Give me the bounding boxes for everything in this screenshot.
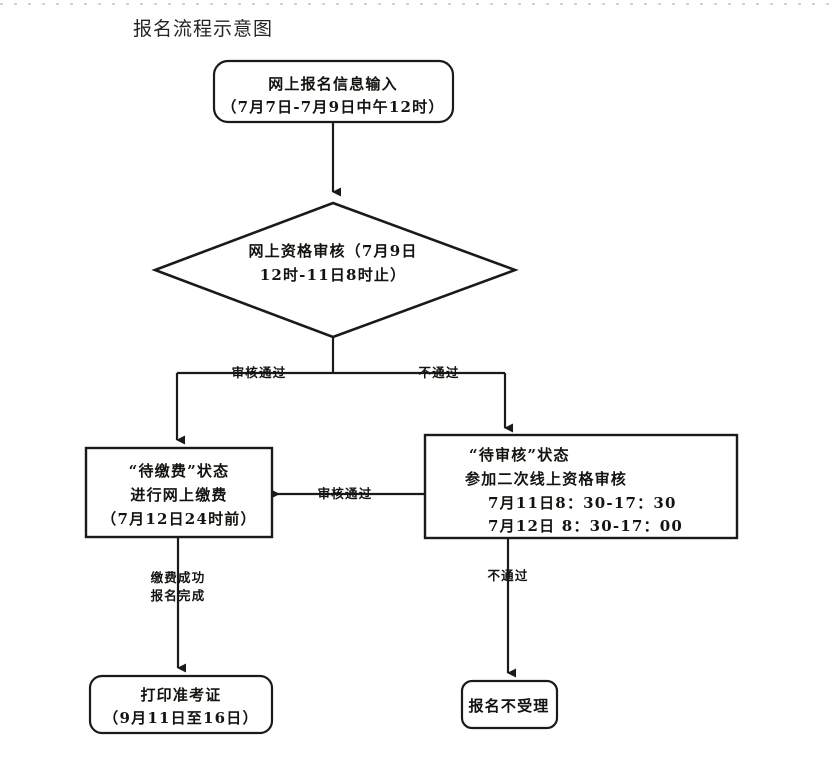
node-online-registration[interactable]: 网上报名信息输入 （7月7日-7月9日中午12时）	[212, 59, 455, 124]
edge-label-second-review-pass: 审核通过	[318, 486, 373, 501]
edge-label-review-pass: 审核通过	[232, 365, 287, 380]
node-pending-payment-line-1: “待缴费”状态	[129, 462, 230, 480]
node-pending-review-line-4: 7月12日 8：30-17：00	[488, 517, 683, 535]
node-online-review-line-1: 网上资格审核（7月9日	[248, 242, 417, 260]
node-pending-review-line-2: 参加二次线上资格审核	[465, 470, 627, 488]
node-print-admission[interactable]: 打印准考证 （9月11日至16日）	[88, 674, 274, 735]
node-online-review-shape[interactable]	[151, 201, 519, 339]
node-online-registration-line-2: （7月7日-7月9日中午12时）	[221, 98, 444, 116]
node-print-admission-shape[interactable]	[88, 674, 274, 735]
node-not-accepted-shape[interactable]	[460, 679, 559, 730]
node-online-registration-shape[interactable]	[212, 59, 455, 124]
node-online-review-line-2: 12时-11日8时止）	[260, 266, 407, 284]
node-online-review[interactable]: 网上资格审核（7月9日 12时-11日8时止）	[151, 201, 519, 339]
node-pending-payment-shape[interactable]	[84, 446, 274, 539]
node-online-registration-line-1: 网上报名信息输入	[268, 75, 398, 93]
node-pending-review-line-3: 7月11日8：30-17：30	[488, 494, 677, 512]
node-pending-review-shape[interactable]	[423, 433, 739, 540]
node-not-accepted-line-1: 报名不受理	[468, 697, 549, 715]
node-not-accepted[interactable]: 报名不受理	[460, 679, 559, 730]
edge-label-review-fail: 不通过	[418, 365, 459, 380]
node-print-admission-line-1: 打印准考证	[140, 686, 221, 704]
node-pending-review-line-1: “待审核”状态	[469, 446, 570, 464]
edge-label-payment-done-line2: 报名完成	[151, 588, 206, 603]
edge-label-payment-done-line1: 缴费成功	[151, 570, 206, 585]
node-print-admission-line-2: （9月11日至16日）	[103, 709, 258, 727]
ruler-guide-line	[0, 3, 833, 5]
node-pending-review[interactable]: “待审核”状态 参加二次线上资格审核 7月11日8：30-17：30 7月12日…	[423, 433, 739, 540]
edge-label-second-review-fail: 不通过	[487, 568, 528, 583]
node-pending-payment-line-2: 进行网上缴费	[130, 486, 227, 504]
page-title: 报名流程示意图	[133, 18, 274, 40]
node-pending-payment[interactable]: “待缴费”状态 进行网上缴费 （7月12日24时前）	[84, 446, 274, 539]
node-pending-payment-line-3: （7月12日24时前）	[101, 510, 256, 528]
